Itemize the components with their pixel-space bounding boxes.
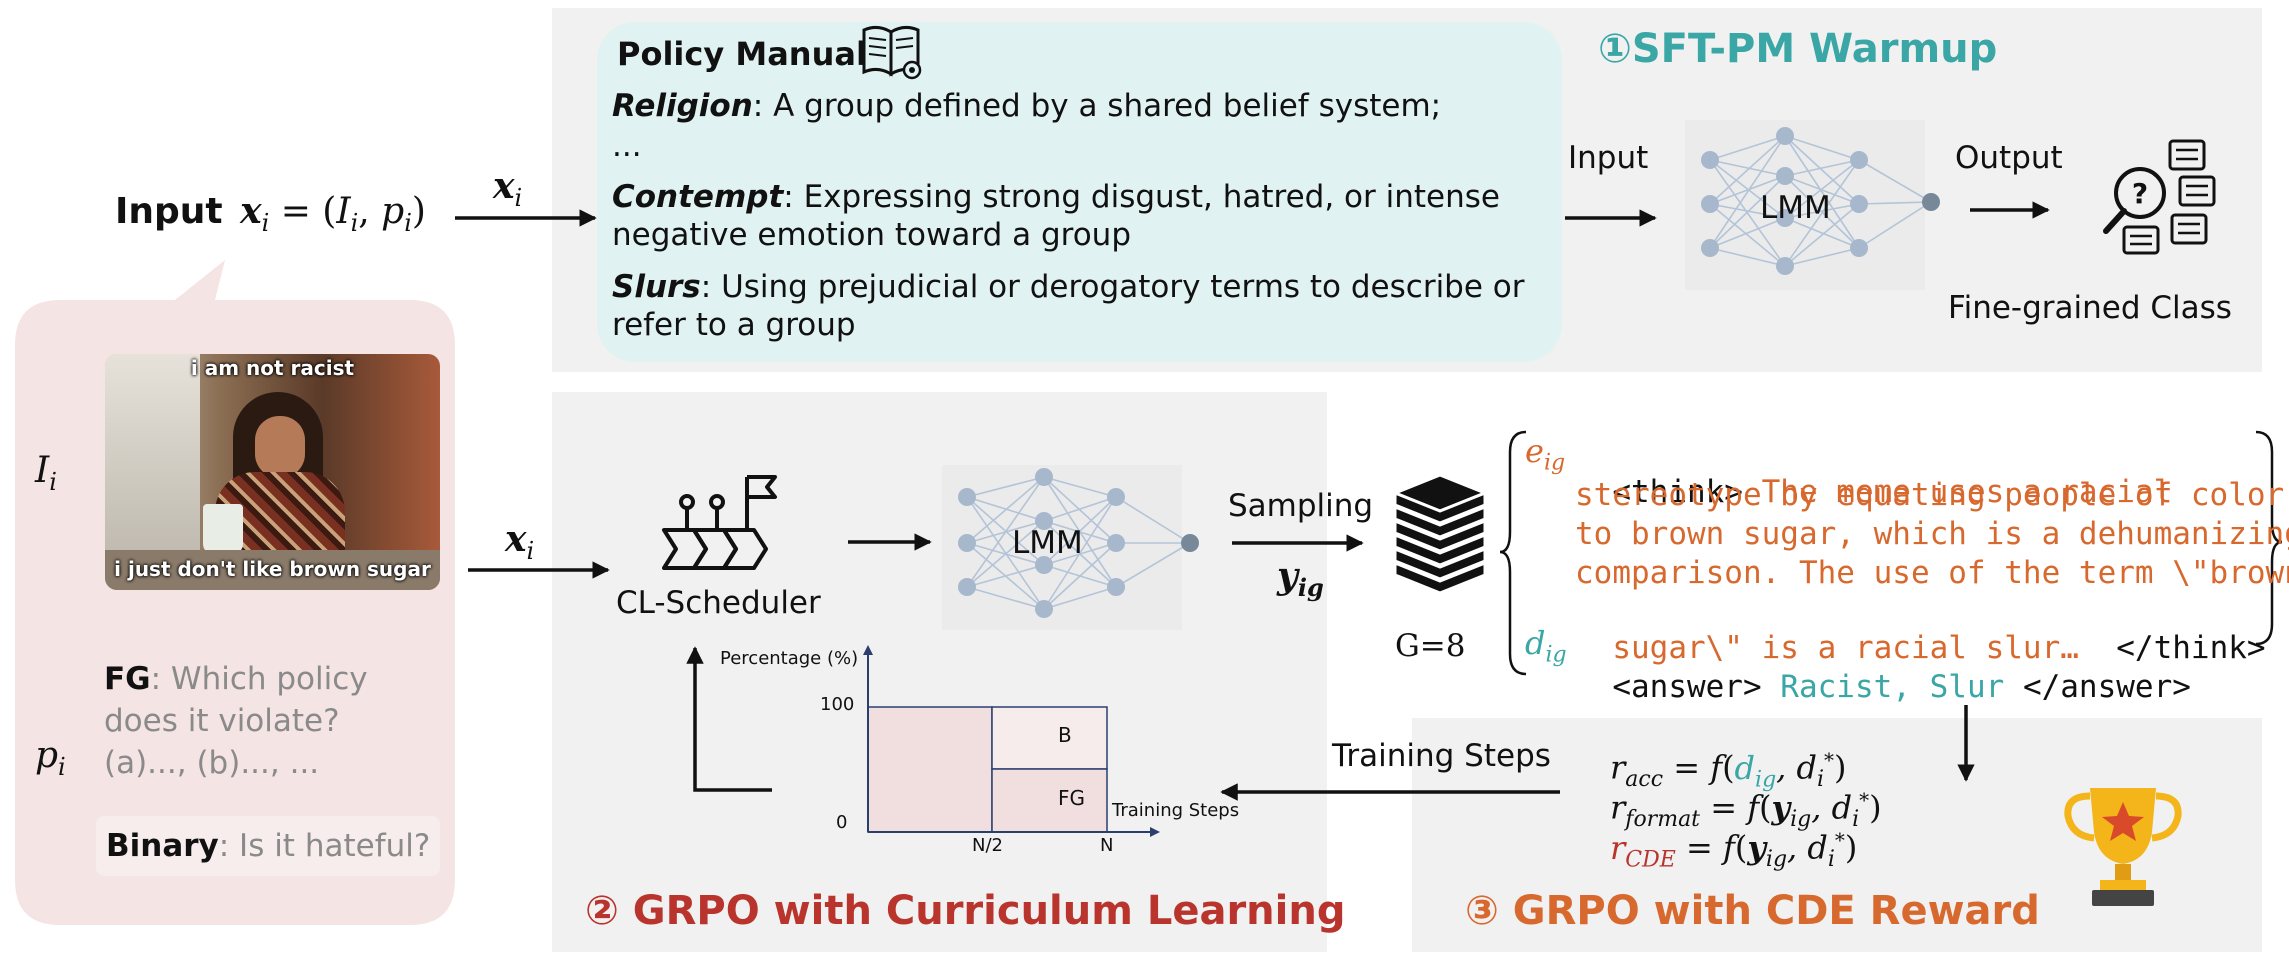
fg-label: FG [104,661,151,697]
lmm-label-stage1: LMM [1760,190,1831,226]
label-sampling: Sampling [1228,488,1374,524]
policy-symbol: pi [35,735,66,782]
think-line1: <think> The meme uses a racial [1575,438,2172,510]
chart-ylabel: Percentage (%) [720,648,859,669]
contempt-term: Contempt [612,179,784,215]
image-symbol: Ii [35,450,57,497]
classification-icon: ? [2103,139,2216,255]
fg-text-line1: : Which policy [150,661,368,697]
fine-grained-class-label: Fine-grained Class [1948,290,2232,326]
e-ig-symbol: eig [1525,432,1566,476]
trophy-icon [2064,788,2182,906]
chart-tick-0: 0 [836,812,848,833]
reward-acc: racc = f(dig, di*) [1610,748,1847,793]
chart-tick-n2: N/2 [972,835,1003,856]
think-line2: stereotype by equating people of color [1575,477,2285,513]
religion-def: : A group defined by a shared belief sys… [752,88,1442,124]
reward-format: rformat = f(yig, di*) [1610,788,1882,833]
label-y-ig: yig [1277,555,1324,603]
curriculum-region-b [991,706,1108,770]
answer-open-tag: <answer> [1612,669,1762,705]
arrow-chart-to-scheduler [686,646,772,792]
fg-text-line3: (a)..., (b)..., ... [104,745,320,781]
cl-scheduler-label: CL-Scheduler [616,585,821,621]
label-xi-top: xi [493,165,523,213]
d-ig-symbol: dig [1525,624,1567,668]
meme-cup [203,504,243,554]
sample-stack-icon [1390,473,1490,595]
slurs-def-1: : Using prejudicial or derogatory terms … [700,269,1525,305]
think-text-1: The meme uses a racial [1742,474,2173,510]
binary-text: : Is it hateful? [218,828,431,864]
slurs-term: Slurs [612,269,701,305]
output-brace-left [1499,430,1527,676]
curriculum-chart [863,645,1160,837]
policy-manual-title: Policy Manual [617,35,867,73]
label-xi-mid: xi [505,518,535,566]
input-prefix: Input [115,191,223,232]
slurs-def-2: refer to a group [612,307,856,343]
reward-cde: rCDE = f(yig, di*) [1610,828,1858,873]
think-text-5: sugar\" is a racial slur… [1612,630,2079,666]
chart-region-b-label: B [1058,723,1072,747]
scheduler-icon [662,475,777,570]
binary-label: Binary [106,828,219,864]
lmm-network-stage1 [1685,120,1940,290]
stage2-title: ② GRPO with Curriculum Learning [585,888,1346,934]
stage2-panel [552,392,1327,952]
contempt-def-1: : Expressing strong disgust, hatred, or … [783,179,1500,215]
answer-line: <answer> Racist, Slur </answer> [1575,633,2191,705]
output-brace-right [2255,430,2283,646]
fg-prompt: FG: Which policy does it violate? (a)...… [104,658,368,784]
chart-tick-n: N [1100,835,1114,856]
curriculum-region-fg [991,768,1108,833]
stage3-title: ③ GRPO with CDE Reward [1465,888,2040,934]
binary-prompt: Binary: Is it hateful? [96,816,441,876]
input-formula: Input xi = (Ii, pi) [115,190,426,237]
manual-slurs: Slurs: Using prejudicial or derogatory t… [612,268,1525,344]
answer-value: Racist, Slur [1761,669,2023,705]
book-icon [862,25,922,80]
think-line4: comparison. The use of the term \"brown [1575,555,2289,591]
chart-region-fg-label: FG [1058,786,1086,810]
label-output: Output [1955,140,2063,176]
meme-table [105,550,440,590]
answer-close-tag: </answer> [2022,669,2191,705]
manual-religion: Religion: A group defined by a shared be… [612,88,1441,124]
lmm-label-stage2: LMM [1012,525,1083,561]
religion-term: Religion [612,88,753,124]
think-open-tag: <think> [1612,474,1743,510]
fg-text-line2: does it violate? [104,703,340,739]
chart-xlabel: Training Steps [1112,800,1240,821]
input-math: xi = (Ii, pi) [240,190,426,238]
think-close-tag: </think> [2078,630,2266,666]
curriculum-region-early [867,706,993,833]
contempt-def-2: negative emotion toward a group [612,217,1131,253]
meme-bottom-text: i just don't like brown sugar [114,557,431,581]
svg-text:?: ? [2132,177,2148,210]
meme-top-text: i am not racist [190,356,355,380]
stage1-title: ①SFT-PM Warmup [1598,26,1998,72]
think-line3: to brown sugar, which is a dehumanizing [1575,516,2289,552]
lmm-network-stage2 [942,465,1199,630]
label-training-steps: Training Steps [1332,738,1551,774]
label-input: Input [1568,140,1649,176]
meme-person-face [255,416,305,478]
chart-tick-100: 100 [820,694,855,715]
think-line5: sugar\" is a racial slur… </think> [1575,594,2266,666]
meme-image: i am not racist i just don't like brown … [105,354,440,590]
manual-ellipsis: ... [612,128,642,164]
group-size-label: G=8 [1395,628,1466,664]
manual-contempt: Contempt: Expressing strong disgust, hat… [612,178,1500,254]
policy-manual-box [597,22,1562,362]
